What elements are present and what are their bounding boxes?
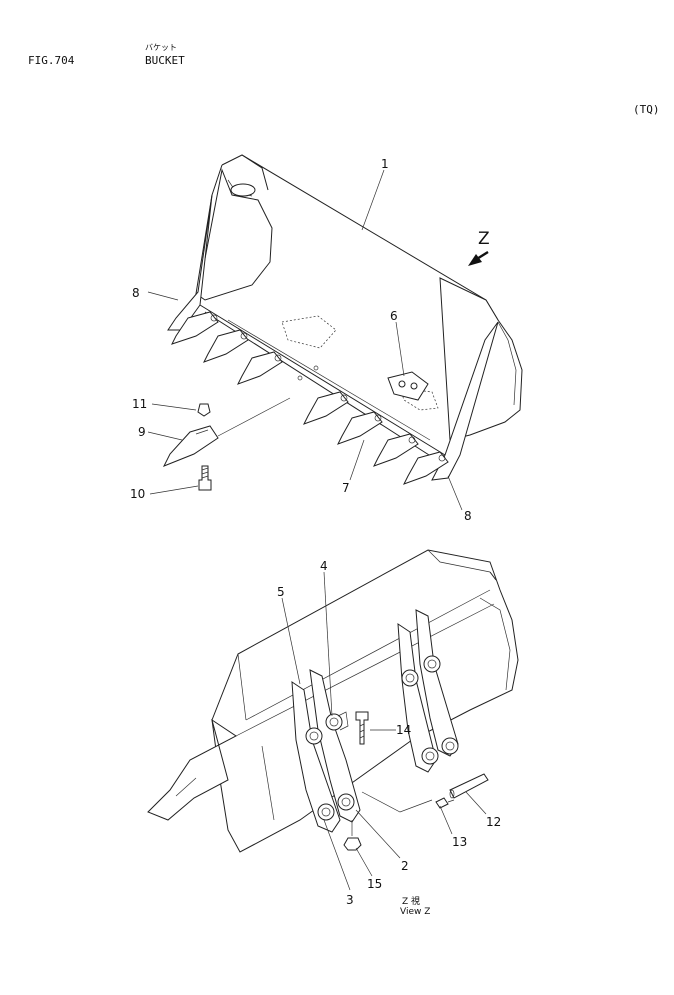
callout-12: 12 xyxy=(486,815,501,829)
hinge-bracket-part-3 xyxy=(291,681,341,833)
figure-number: FIG.704 xyxy=(28,54,75,67)
hidden-wear-plate xyxy=(281,315,337,349)
callout-11: 11 xyxy=(132,397,147,411)
callout-8-right: 8 xyxy=(464,509,472,523)
callout-13: 13 xyxy=(452,835,467,849)
view-caption-kana: Z 視 xyxy=(402,895,420,907)
callout-6: 6 xyxy=(390,309,398,323)
view-arrow-head xyxy=(468,254,482,266)
bolt-part-14 xyxy=(355,711,369,745)
callout-1: 1 xyxy=(381,157,389,171)
callout-10: 10 xyxy=(130,487,145,501)
plate-part-6 xyxy=(387,371,429,401)
nut-part-15 xyxy=(343,837,362,851)
callout-15: 15 xyxy=(367,877,382,891)
callout-4: 4 xyxy=(320,559,328,573)
hinge-bracket-part-5 xyxy=(309,669,361,823)
bucket-pivot-boss-left xyxy=(230,183,256,197)
fitting-part-13 xyxy=(435,797,449,809)
bucket-teeth-row xyxy=(171,311,449,485)
title-kana: バケット xyxy=(145,43,177,52)
callout-14: 14 xyxy=(396,723,411,737)
figure-title: BUCKET xyxy=(145,54,185,67)
callout-5: 5 xyxy=(277,585,285,599)
callout-7: 7 xyxy=(342,481,350,495)
model-code: (TQ) xyxy=(633,103,660,116)
view-caption-english: View Z xyxy=(400,907,430,917)
nut-part-11 xyxy=(197,403,211,417)
callout-3: 3 xyxy=(346,893,354,907)
tooth-part-9 xyxy=(162,425,219,467)
view-arrow-label: Z xyxy=(478,229,490,249)
callout-8-left: 8 xyxy=(132,286,140,300)
pin-part-12 xyxy=(449,773,489,799)
callout-2: 2 xyxy=(401,859,409,873)
bucket-front-view: Z 1 8 6 11 9 10 7 8 xyxy=(130,154,523,523)
bolt-part-10 xyxy=(198,465,212,491)
callout-9: 9 xyxy=(138,425,146,439)
bucket-rear-view: 5 4 14 2 3 15 13 12 Z 視 View Z xyxy=(147,549,519,917)
